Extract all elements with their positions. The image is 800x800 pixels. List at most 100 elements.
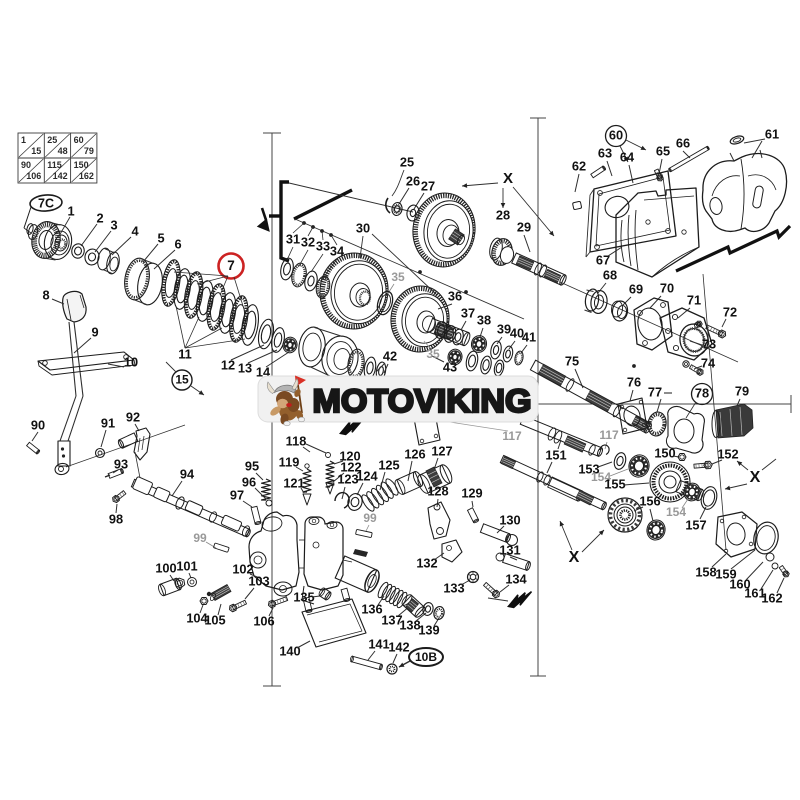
svg-text:127: 127 (431, 443, 452, 458)
svg-text:104: 104 (186, 610, 208, 625)
svg-text:27: 27 (421, 178, 435, 193)
svg-text:137: 137 (381, 612, 402, 627)
svg-text:34: 34 (330, 243, 345, 258)
svg-text:118: 118 (286, 433, 307, 448)
svg-text:32: 32 (301, 234, 315, 249)
svg-text:11: 11 (178, 346, 192, 361)
svg-text:13: 13 (238, 360, 252, 375)
svg-text:95: 95 (245, 458, 259, 473)
svg-text:105: 105 (204, 612, 225, 627)
svg-text:26: 26 (406, 173, 420, 188)
svg-text:69: 69 (629, 281, 643, 296)
svg-text:MOTOVIKING: MOTOVIKING (313, 383, 532, 419)
svg-text:41: 41 (522, 329, 536, 344)
svg-text:152: 152 (717, 446, 738, 461)
svg-text:75: 75 (565, 353, 579, 368)
svg-text:91: 91 (101, 415, 115, 430)
svg-text:10: 10 (124, 354, 138, 369)
svg-text:106: 106 (26, 171, 41, 181)
svg-text:157: 157 (685, 517, 706, 532)
svg-text:90: 90 (31, 417, 45, 432)
svg-text:5: 5 (157, 230, 164, 245)
svg-text:98: 98 (109, 511, 123, 526)
svg-text:140: 140 (279, 643, 300, 658)
svg-text:30: 30 (356, 220, 370, 235)
svg-text:79: 79 (84, 146, 94, 156)
svg-text:48: 48 (58, 146, 68, 156)
svg-text:29: 29 (517, 219, 531, 234)
svg-text:129: 129 (461, 485, 482, 500)
svg-text:99: 99 (193, 531, 207, 545)
svg-text:8: 8 (42, 287, 49, 302)
svg-text:79: 79 (735, 383, 749, 398)
svg-text:67: 67 (596, 252, 610, 267)
svg-text:60: 60 (609, 127, 623, 142)
svg-text:39: 39 (497, 321, 511, 336)
svg-text:7: 7 (227, 258, 235, 273)
svg-text:154: 154 (591, 470, 611, 484)
svg-text:150: 150 (74, 160, 89, 170)
svg-text:7C: 7C (38, 196, 54, 210)
svg-text:124: 124 (356, 468, 378, 483)
svg-text:X: X (750, 469, 761, 486)
svg-text:66: 66 (676, 135, 690, 150)
svg-text:160: 160 (729, 576, 750, 591)
svg-text:126: 126 (404, 446, 425, 461)
svg-text:123: 123 (337, 471, 358, 486)
svg-text:134: 134 (505, 571, 527, 586)
svg-text:72: 72 (723, 304, 737, 319)
svg-text:76: 76 (627, 374, 641, 389)
svg-text:90: 90 (21, 160, 31, 170)
svg-text:35: 35 (391, 270, 405, 284)
svg-text:132: 132 (416, 555, 437, 570)
svg-text:4: 4 (131, 223, 139, 238)
svg-text:141: 141 (368, 636, 389, 651)
svg-text:96: 96 (242, 474, 256, 489)
svg-text:93: 93 (114, 456, 128, 471)
svg-text:159: 159 (715, 566, 736, 581)
svg-text:77: 77 (648, 384, 662, 399)
svg-text:97: 97 (230, 487, 244, 502)
svg-text:2: 2 (96, 210, 103, 225)
svg-text:130: 130 (499, 512, 520, 527)
svg-text:64: 64 (620, 149, 635, 164)
svg-text:42: 42 (383, 348, 397, 363)
svg-text:122: 122 (340, 459, 361, 474)
svg-text:100: 100 (155, 560, 176, 575)
svg-text:38: 38 (477, 312, 491, 327)
svg-text:1: 1 (67, 203, 74, 218)
svg-text:156: 156 (639, 493, 660, 508)
svg-text:X: X (503, 170, 513, 187)
svg-text:78: 78 (695, 385, 709, 400)
svg-text:12: 12 (221, 357, 235, 372)
svg-text:121: 121 (283, 475, 304, 490)
svg-text:15: 15 (31, 146, 41, 156)
svg-text:101: 101 (176, 558, 197, 573)
svg-text:115: 115 (47, 160, 62, 170)
svg-text:162: 162 (761, 590, 782, 605)
svg-text:125: 125 (378, 457, 399, 472)
svg-text:139: 139 (418, 622, 439, 637)
svg-text:X: X (569, 549, 580, 566)
svg-text:10B: 10B (415, 650, 437, 664)
svg-text:119: 119 (279, 454, 300, 469)
svg-text:162: 162 (79, 171, 94, 181)
svg-text:117: 117 (502, 429, 522, 443)
svg-text:71: 71 (687, 292, 701, 307)
svg-text:103: 103 (248, 573, 269, 588)
svg-text:106: 106 (253, 613, 274, 628)
svg-text:9: 9 (91, 324, 98, 339)
svg-text:33: 33 (316, 238, 330, 253)
svg-text:6: 6 (174, 236, 181, 251)
svg-text:62: 62 (572, 158, 586, 173)
svg-text:153: 153 (578, 461, 599, 476)
svg-text:36: 36 (448, 288, 462, 303)
svg-text:155: 155 (604, 476, 625, 491)
svg-text:133: 133 (443, 580, 464, 595)
svg-text:35: 35 (426, 347, 440, 361)
svg-text:99: 99 (363, 511, 377, 525)
svg-text:117: 117 (599, 428, 619, 442)
svg-text:31: 31 (286, 231, 300, 246)
svg-text:161: 161 (744, 585, 765, 600)
svg-text:151: 151 (545, 447, 566, 462)
